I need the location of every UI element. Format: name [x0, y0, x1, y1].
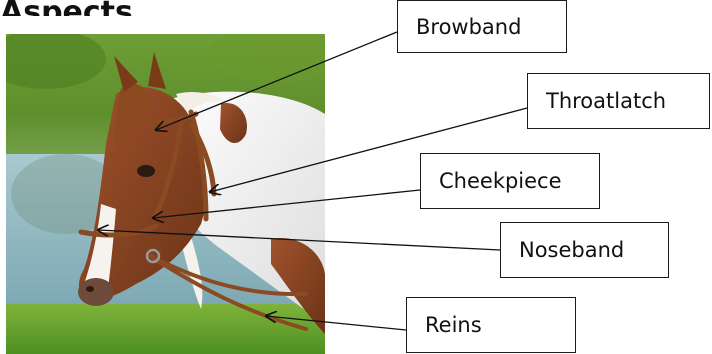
label-throatlatch: Throatlatch	[527, 73, 710, 129]
label-reins: Reins	[406, 297, 576, 353]
horse-photo	[6, 34, 325, 354]
label-noseband: Noseband	[500, 222, 669, 278]
label-cheekpiece: Cheekpiece	[420, 153, 600, 209]
grass-foreground	[6, 304, 325, 354]
heading-fragment: Aspects	[0, 0, 133, 16]
label-browband: Browband	[397, 0, 567, 53]
